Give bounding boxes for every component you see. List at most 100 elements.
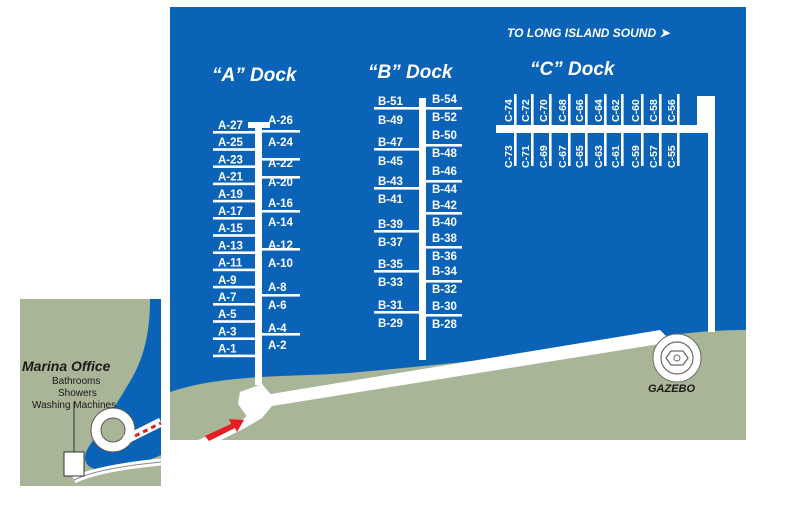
marina-office-building (63, 451, 85, 477)
finger-pier (641, 94, 644, 125)
amenity-showers: Showers (58, 388, 97, 399)
slip-label: B-30 (432, 301, 457, 313)
finger-pier (213, 303, 258, 306)
finger-pier (260, 333, 300, 336)
slip-label: A-19 (218, 189, 243, 201)
finger-pier (549, 133, 552, 166)
slip-label: B-40 (432, 217, 457, 229)
dock-b-structure: B-51B-49B-47B-45B-43B-41B-39B-37B-35B-33… (374, 94, 462, 360)
slip-label: A-20 (268, 177, 293, 189)
finger-pier (213, 165, 258, 168)
slip-label: A-14 (268, 217, 294, 229)
finger-pier (374, 148, 419, 151)
slip-label: A-7 (218, 292, 237, 304)
dock-c-title: “C” Dock (530, 59, 616, 80)
finger-pier (568, 94, 571, 125)
dock-a-spine (255, 124, 262, 385)
finger-pier (604, 94, 607, 125)
slip-label: C-60 (630, 99, 642, 122)
slip-label: A-2 (268, 340, 287, 352)
slip-label: B-38 (432, 233, 458, 245)
shoreline-land (170, 330, 746, 440)
slip-label: B-37 (378, 237, 403, 249)
entrance-arrow (205, 419, 244, 441)
slip-label: B-34 (432, 266, 458, 278)
slip-label: B-43 (378, 176, 403, 188)
finger-pier (260, 130, 300, 133)
dock-a-head (248, 122, 270, 128)
finger-pier (213, 354, 258, 358)
finger-pier (213, 337, 258, 340)
slip-label: C-62 (610, 99, 622, 122)
slip-label: A-1 (218, 344, 237, 356)
dock-a-structure: A-27A-25A-23A-21A-19A-17A-15A-13A-11A-9A… (213, 115, 300, 385)
finger-pier (426, 280, 462, 283)
finger-pier (621, 133, 624, 166)
slip-label: C-56 (666, 99, 678, 122)
slip-label: B-31 (378, 300, 404, 312)
slip-label: A-15 (218, 223, 244, 235)
finger-pier (213, 217, 258, 220)
slip-label: A-23 (218, 154, 243, 166)
finger-pier (426, 314, 462, 317)
sound-direction-label: TO LONG ISLAND SOUND ➤ (507, 26, 670, 40)
slip-label: C-59 (630, 145, 642, 168)
finger-pier (426, 107, 462, 110)
finger-pier (260, 294, 300, 297)
slip-label: B-32 (432, 284, 457, 296)
finger-pier (374, 270, 419, 273)
finger-pier (531, 133, 534, 166)
slip-label: C-66 (574, 99, 586, 122)
dock-b-title: “B” Dock (368, 62, 454, 83)
slip-label: B-41 (378, 194, 404, 206)
finger-pier (641, 133, 644, 166)
slip-label: A-5 (218, 309, 237, 321)
slip-label: B-39 (378, 219, 403, 231)
slip-label: B-50 (432, 130, 457, 142)
slip-label: C-70 (538, 99, 550, 122)
slip-label: A-13 (218, 240, 243, 252)
slip-label: C-74 (503, 99, 515, 122)
slip-label: B-47 (378, 137, 403, 149)
finger-pier (213, 131, 258, 134)
slip-label: B-45 (378, 156, 404, 168)
slip-label: A-3 (218, 326, 237, 338)
slip-label: A-9 (218, 275, 237, 287)
slip-label: A-17 (218, 206, 243, 218)
finger-pier (213, 199, 258, 203)
dock-b-spine (419, 98, 426, 360)
slip-label: B-48 (432, 148, 458, 160)
dock-c-structure: C-74C-73C-72C-71C-70C-69C-68C-67C-66C-65… (496, 94, 715, 332)
slip-label: A-16 (268, 198, 293, 210)
finger-pier (585, 133, 588, 166)
slip-label: C-55 (666, 145, 678, 168)
finger-pier (213, 182, 258, 186)
slip-label: C-68 (557, 99, 569, 122)
slip-label: B-35 (378, 259, 404, 271)
inset-land (20, 299, 161, 486)
slip-label: A-26 (268, 115, 293, 127)
finger-pier (260, 158, 300, 161)
finger-pier (659, 133, 662, 166)
slip-label: A-24 (268, 137, 294, 149)
slip-label: A-22 (268, 158, 293, 170)
finger-pier (604, 133, 607, 166)
finger-pier (531, 94, 534, 125)
gazebo-label: GAZEBO (648, 383, 696, 395)
slip-label: C-61 (610, 145, 622, 168)
slip-label: A-6 (268, 300, 287, 312)
finger-pier (514, 133, 517, 166)
finger-pier (549, 94, 552, 125)
slip-label: B-28 (432, 319, 458, 331)
slip-label: A-10 (268, 258, 293, 270)
slip-label: C-64 (593, 99, 605, 122)
finger-pier (426, 212, 462, 215)
finger-pier (426, 144, 462, 147)
finger-pier (213, 234, 258, 237)
finger-pier (677, 133, 680, 166)
dock-a-title: “A” Dock (212, 65, 298, 86)
slip-label: C-63 (593, 145, 605, 168)
finger-pier (621, 94, 624, 125)
finger-pier (213, 285, 258, 289)
slip-label: B-46 (432, 166, 457, 178)
